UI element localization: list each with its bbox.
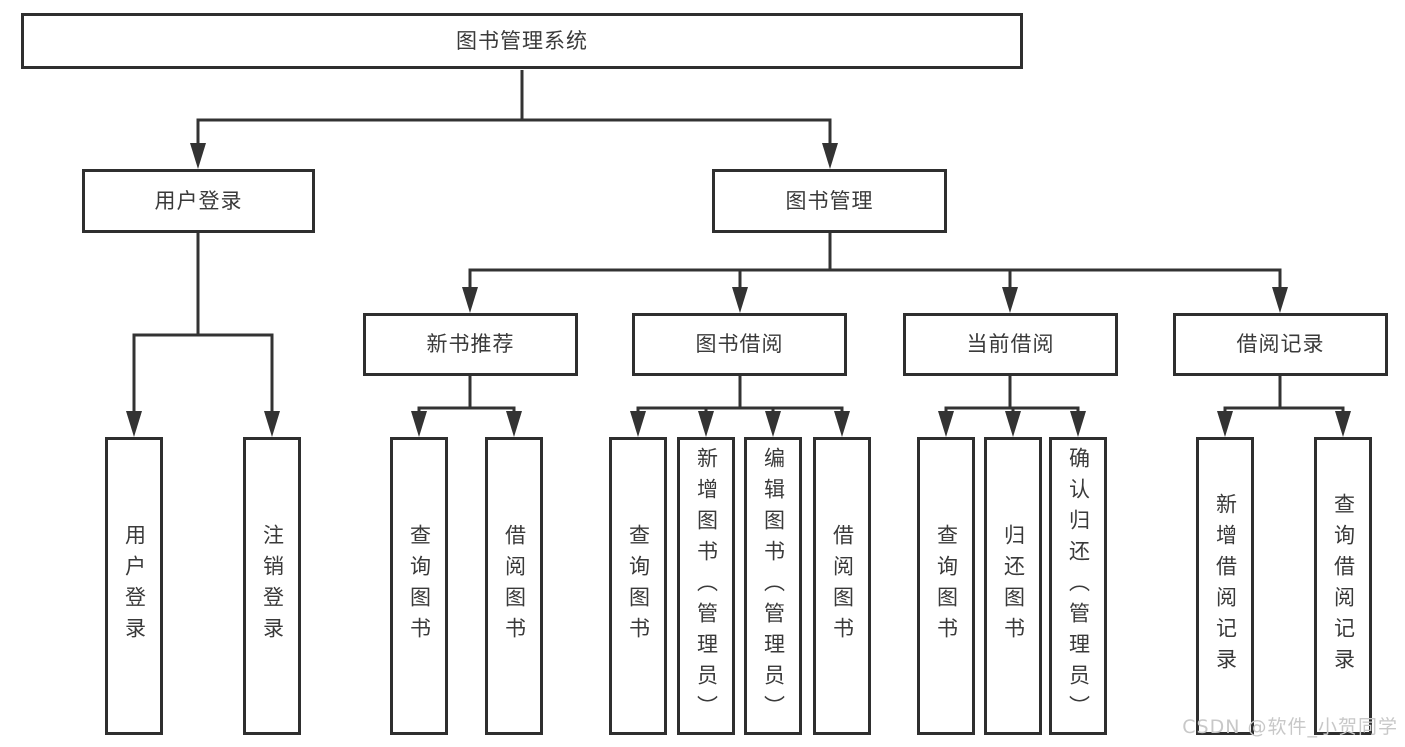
node-new-book-recommendation: 新书推荐 (363, 313, 578, 376)
leaf-borrowing-add-books-admin: 新增图书（管理员） (677, 437, 735, 735)
connector-book-borrowing-to-leaves (630, 376, 850, 437)
node-label: 借阅图书 (502, 524, 527, 648)
node-label: 新增图书（管理员） (694, 446, 719, 726)
node-label: 新书推荐 (426, 332, 515, 356)
node-label: 用户登录 (154, 188, 243, 213)
node-label: 查询图书 (407, 524, 432, 648)
node-user-login-branch: 用户登录 (82, 169, 315, 233)
leaf-recommend-borrow-books: 借阅图书 (485, 437, 543, 735)
node-label: 用户登录 (122, 524, 147, 648)
node-label: 新增借阅记录 (1213, 493, 1238, 679)
node-label: 借阅图书 (830, 524, 855, 648)
leaf-borrowing-borrow-books: 借阅图书 (813, 437, 871, 735)
node-label: 图书管理系统 (456, 28, 588, 53)
leaf-logout: 注销登录 (243, 437, 301, 735)
node-label: 当前借阅 (966, 332, 1055, 356)
node-label: 查询图书 (626, 524, 651, 648)
node-label: 图书借阅 (695, 332, 784, 356)
leaf-records-add-borrow-record: 新增借阅记录 (1196, 437, 1254, 735)
connector-user-login-to-leaves (126, 233, 280, 437)
connector-borrowing-records-to-leaves (1217, 376, 1351, 437)
connector-current-borrowing-to-leaves (938, 376, 1086, 437)
leaf-current-query-books: 查询图书 (917, 437, 975, 735)
leaf-recommend-query-books: 查询图书 (390, 437, 448, 735)
node-label: 注销登录 (260, 524, 285, 648)
leaf-user-login: 用户登录 (105, 437, 163, 735)
connector-root-to-branches (190, 70, 838, 169)
node-book-management-branch: 图书管理 (712, 169, 947, 233)
leaf-borrowing-edit-books-admin: 编辑图书（管理员） (744, 437, 802, 735)
node-borrowing-records: 借阅记录 (1173, 313, 1388, 376)
leaf-borrowing-query-books: 查询图书 (609, 437, 667, 735)
connector-book-management-to-subbranches (462, 233, 1288, 313)
node-label: 借阅记录 (1236, 332, 1325, 356)
node-label: 确认归还（管理员） (1066, 446, 1091, 726)
node-current-borrowing: 当前借阅 (903, 313, 1118, 376)
leaf-records-query-borrow-record: 查询借阅记录 (1314, 437, 1372, 735)
node-label: 图书管理 (785, 188, 874, 213)
leaf-current-confirm-return-admin: 确认归还（管理员） (1049, 437, 1107, 735)
node-label: 编辑图书（管理员） (761, 446, 786, 726)
node-label: 查询借阅记录 (1331, 493, 1356, 679)
node-label: 查询图书 (934, 524, 959, 648)
leaf-current-return-books: 归还图书 (984, 437, 1042, 735)
csdn-watermark: CSDN @软件_小贺同学 (1182, 716, 1398, 738)
connector-new-book-recommendation-to-leaves (411, 376, 522, 437)
node-label: 归还图书 (1001, 524, 1026, 648)
node-book-borrowing: 图书借阅 (632, 313, 847, 376)
node-library-management-system: 图书管理系统 (21, 13, 1023, 69)
